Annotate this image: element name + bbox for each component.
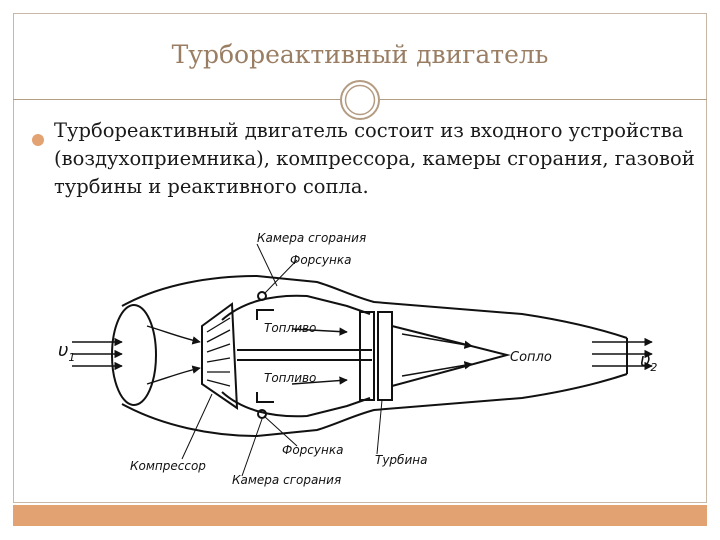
- label-fuel-bottom: Топливо: [264, 371, 316, 385]
- label-fuel-top: Топливо: [264, 321, 316, 335]
- engine-diagram: Камера сгорания Форсунка Топливо Топливо…: [52, 214, 674, 498]
- compressor-blades: [206, 317, 231, 387]
- engine-body: [111, 274, 628, 438]
- label-v2: υ2: [640, 350, 657, 374]
- engine-schematic: Камера сгорания Форсунка Топливо Топливо…: [58, 231, 657, 487]
- airflow-arrows: [72, 325, 653, 385]
- label-combustion-chamber-bottom: Камера сгорания: [232, 473, 341, 487]
- label-compressor: Компрессор: [130, 459, 206, 473]
- ring-ornament-icon: [340, 80, 380, 120]
- slide-frame: [13, 13, 707, 503]
- label-v1: υ1: [58, 340, 75, 364]
- label-turbine: Турбина: [375, 453, 427, 467]
- bullet-icon: [32, 134, 44, 146]
- label-injector-bottom: Форсунка: [282, 443, 343, 457]
- leader-lines: [181, 243, 383, 477]
- label-nozzle: Сопло: [510, 350, 552, 365]
- slide-title: Турбореактивный двигатель: [171, 40, 549, 69]
- label-injector-top: Форсунка: [290, 253, 351, 267]
- bullet-text: Турбореактивный двигатель состоит из вхо…: [54, 119, 695, 198]
- label-combustion-chamber-top: Камера сгорания: [257, 231, 366, 245]
- footer-bar: [13, 505, 707, 526]
